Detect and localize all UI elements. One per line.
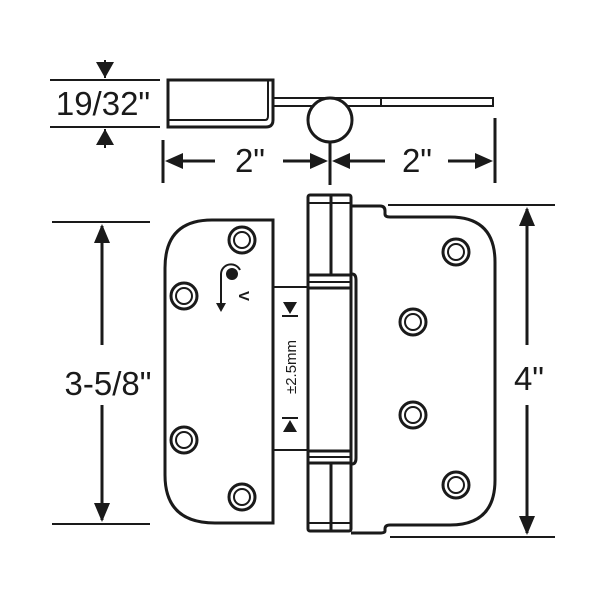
screw-hole <box>398 400 428 430</box>
right-leaf <box>351 204 497 535</box>
screw-hole <box>441 237 471 267</box>
thickness-label: 19/32" <box>56 85 150 122</box>
hinge-knuckle <box>306 193 358 533</box>
screw-hole <box>441 470 471 500</box>
screw-hole <box>227 225 257 255</box>
left-width-label: 2" <box>235 142 265 179</box>
screw-hole <box>169 425 199 455</box>
width-dimensions: 2" 2" <box>161 118 497 185</box>
thickness-dimension: 19/32" <box>50 60 160 148</box>
screw-mark-label: V <box>235 291 252 301</box>
right-width-label: 2" <box>402 142 432 179</box>
left-leaf: V ±2.5mm <box>163 218 307 525</box>
hinge-side-view <box>166 78 494 144</box>
adjustment-range-label: ±2.5mm <box>283 340 300 394</box>
adjustment-screw-icon: V <box>216 263 252 312</box>
right-height-dimension: 4" <box>390 204 555 538</box>
adjustment-range-dimension: ±2.5mm <box>282 302 300 432</box>
screw-hole <box>227 482 257 512</box>
left-height-dimension: 3-5/8" <box>52 221 152 525</box>
screw-hole <box>169 281 199 311</box>
screw-hole <box>398 307 428 337</box>
left-height-label: 3-5/8" <box>65 365 152 402</box>
right-height-label: 4" <box>514 360 544 397</box>
